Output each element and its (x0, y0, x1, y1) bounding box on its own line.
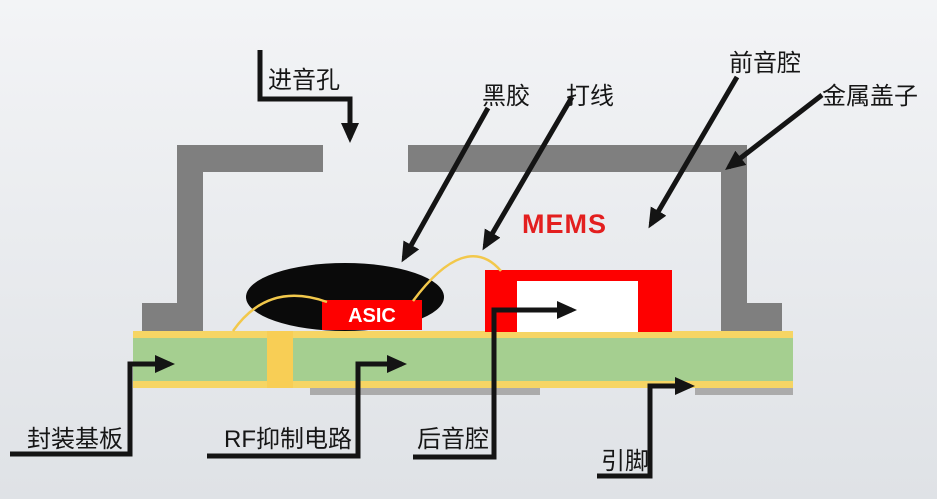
lid-left-wall (177, 172, 203, 303)
bond-wire-right (411, 255, 502, 302)
substrate-copper-top (133, 331, 793, 338)
metal-lid-arrow (725, 93, 824, 171)
black-glue-label: 黑胶 (482, 83, 530, 110)
mems-chip (485, 270, 672, 332)
asic-label: ASIC (348, 305, 396, 327)
rf-circuit-label: RF抑制电路 (224, 426, 352, 453)
metal-lid-label: 金属盖子 (822, 83, 918, 110)
mems-back-cavity-opening (517, 281, 638, 332)
front-cavity-label: 前音腔 (729, 50, 801, 77)
sound-inlet-label: 进音孔 (268, 67, 340, 94)
substrate-copper-bottom (133, 381, 793, 388)
mems-label: MEMS (522, 209, 607, 239)
back-cavity-label: 后音腔 (417, 426, 489, 453)
back-cavity-arrow (413, 301, 577, 460)
lid-left-top (177, 145, 323, 172)
black-glue-arrow (401, 106, 491, 263)
lid-right-foot (721, 303, 782, 331)
asic-body (322, 300, 422, 330)
asic-chip: ASIC (322, 300, 422, 330)
pins-arrow (597, 377, 695, 479)
rf-circuit-arrow (207, 355, 407, 459)
substrate-arrow (10, 355, 175, 457)
wire-bond-label: 打线 (566, 83, 614, 110)
rf-suppression-via (267, 331, 293, 388)
substrate-core (133, 338, 793, 381)
lid-left-foot (142, 303, 203, 331)
solder-pad-right (695, 386, 793, 395)
wire-bond-arrow (482, 95, 575, 251)
metal-lid-left (142, 145, 323, 331)
front-cavity-arrow (648, 75, 740, 229)
sound-inlet-arrow (257, 50, 359, 143)
substrate-label: 封装基板 (27, 426, 123, 453)
bond-wire-left (231, 294, 328, 332)
solder-pad-left (310, 386, 540, 395)
package-substrate (133, 331, 793, 388)
pins-label: 引脚 (601, 448, 649, 475)
lid-right-wall (721, 172, 747, 303)
